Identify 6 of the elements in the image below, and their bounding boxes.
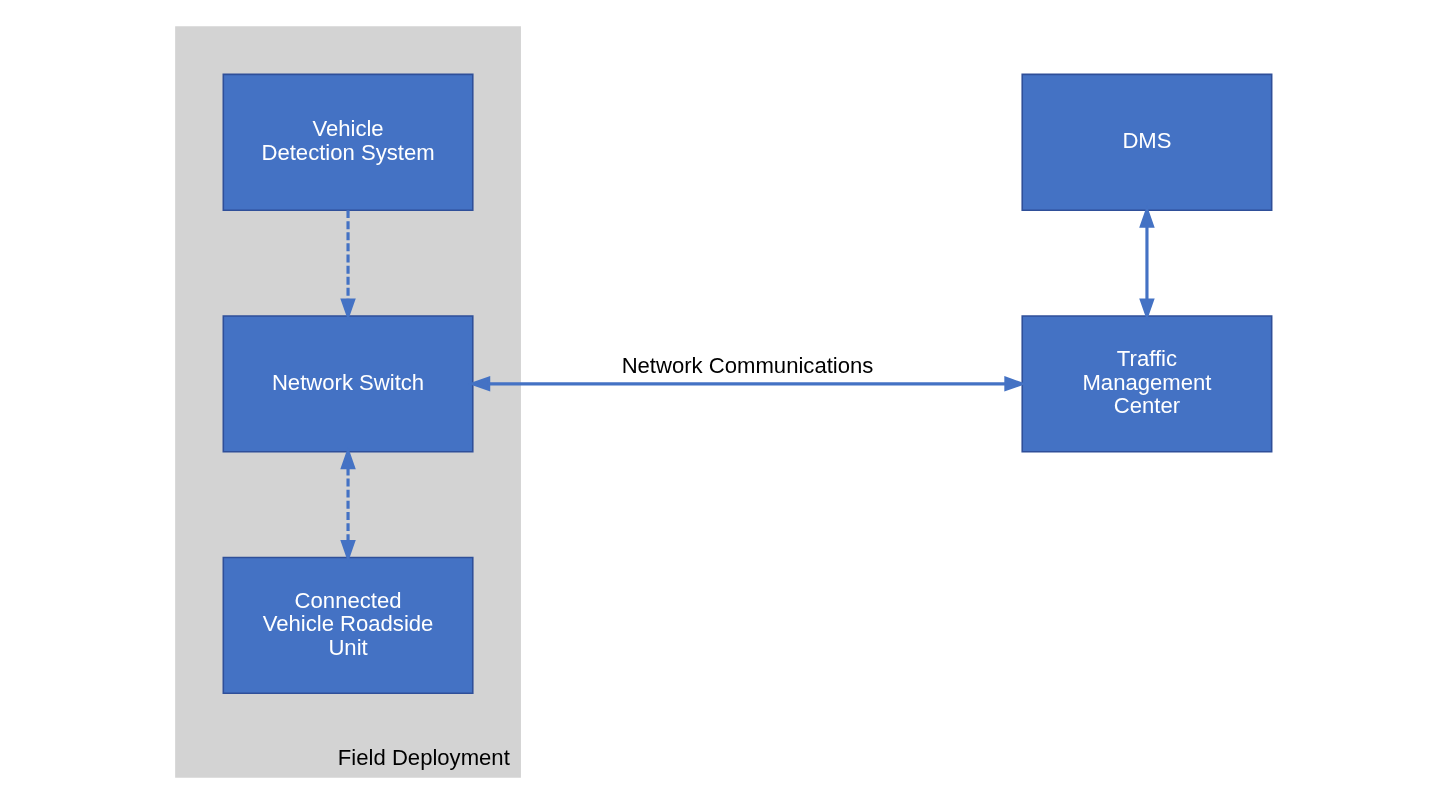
node-box: Vehicle Detection System xyxy=(222,73,474,211)
edge-label: Network Communications xyxy=(621,353,874,379)
node-box: Traffic Management Center xyxy=(1021,315,1273,453)
node-box: Connected Vehicle Roadside Unit xyxy=(222,556,474,695)
node-box: DMS xyxy=(1021,73,1273,211)
node-box: Network Switch xyxy=(222,315,474,453)
